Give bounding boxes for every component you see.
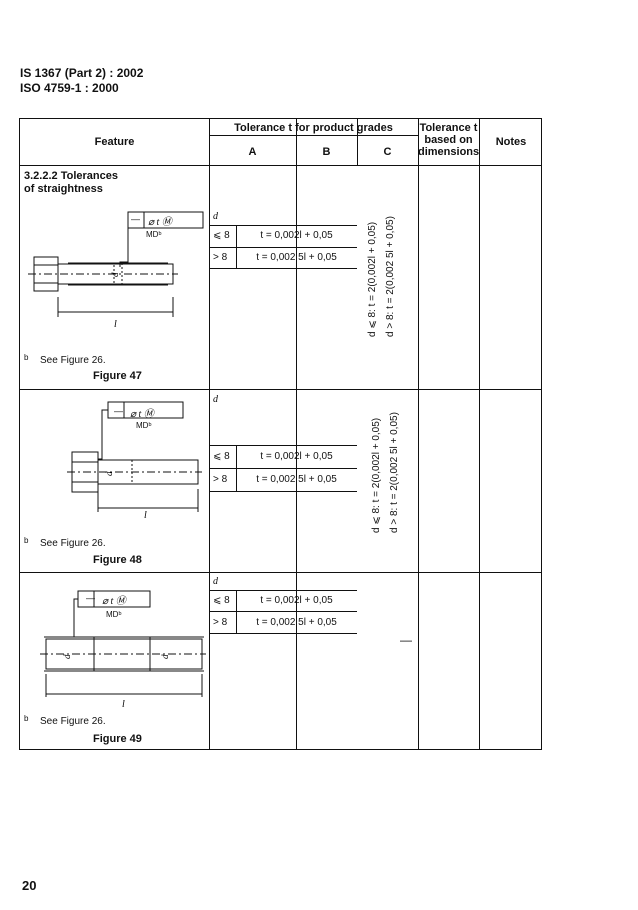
grade-c-formula-2a: d ⩽ 8: t = 2(0,002l + 0,05) [371, 417, 382, 533]
standard-number-1: IS 1367 (Part 2) : 2002 [20, 66, 144, 80]
footnote-mark-1: b [24, 353, 29, 362]
footnote-mark-3: b [24, 714, 29, 723]
fcf-tolerance-1: ⌀ t Ⓜ [148, 217, 172, 228]
fcf-straightness-1: — [131, 214, 140, 224]
fcf-tolerance-2: ⌀ t Ⓜ [130, 409, 154, 420]
svg-text:d: d [104, 471, 114, 476]
footnote-mark-2: b [24, 536, 29, 545]
d-label-2: d [213, 394, 218, 405]
fcf-straightness-2: — [114, 406, 123, 416]
footnote-1: See Figure 26. [40, 355, 106, 366]
svg-text:d: d [110, 272, 120, 277]
svg-text:d: d [62, 654, 72, 659]
md-label-1: MDᵇ [146, 230, 162, 239]
formula-gt8-2: t = 0,002 5l + 0,05 [256, 474, 337, 485]
figure-49-stud-drawing: d d l [40, 590, 206, 709]
figure-48-screw-drawing: d l [67, 401, 202, 521]
page-number: 20 [22, 878, 37, 893]
formula-le8-1: t = 0,002l + 0,05 [260, 230, 333, 241]
tolerance-table: Feature Tolerance t for product grades A… [19, 118, 542, 750]
header-tolerance: Tolerance t for product grades [234, 122, 393, 134]
md-label-3: MDᵇ [106, 610, 122, 619]
figure-49-caption: Figure 49 [93, 733, 142, 745]
footnote-2: See Figure 26. [40, 538, 106, 549]
header-notes: Notes [495, 136, 527, 148]
svg-text:l: l [122, 699, 125, 709]
svg-text:d: d [160, 654, 170, 659]
svg-text:l: l [114, 319, 117, 330]
le8-3: ⩽ 8 [213, 595, 230, 606]
formula-gt8-3: t = 0,002 5l + 0,05 [256, 617, 337, 628]
footnote-3: See Figure 26. [40, 716, 106, 727]
figure-47-caption: Figure 47 [93, 370, 142, 382]
gt8-1: > 8 [213, 252, 228, 263]
md-label-2: MDᵇ [136, 421, 152, 430]
fcf-straightness-3: — [86, 593, 95, 603]
header-grade-c: C [383, 146, 392, 158]
grade-c-formula-1b: d > 8: t = 2(0,002 5l + 0,05) [385, 216, 396, 337]
gt8-2: > 8 [213, 474, 228, 485]
figure-47-bolt-drawing: d l [28, 211, 204, 330]
figure-48-caption: Figure 48 [93, 554, 142, 566]
header-grade-b: B [322, 146, 331, 158]
svg-text:l: l [144, 510, 147, 521]
standard-number-2: ISO 4759-1 : 2000 [20, 81, 119, 95]
formula-gt8-1: t = 0,002 5l + 0,05 [256, 252, 337, 263]
grade-c-formula-1a: d ⩽ 8: t = 2(0,002l + 0,05) [367, 221, 378, 337]
grade-c-dash-3: — [400, 633, 412, 647]
grade-c-formula-2b: d > 8: t = 2(0,002 5l + 0,05) [389, 412, 400, 533]
formula-le8-3: t = 0,002l + 0,05 [260, 595, 333, 606]
d-label-3: d [213, 576, 218, 587]
fcf-tolerance-3: ⌀ t Ⓜ [102, 596, 126, 607]
gt8-3: > 8 [213, 617, 228, 628]
header-grade-a: A [248, 146, 257, 158]
le8-2: ⩽ 8 [213, 451, 230, 462]
le8-1: ⩽ 8 [213, 230, 230, 241]
d-label-1: d [213, 211, 218, 222]
header-feature: Feature [94, 136, 135, 148]
formula-le8-2: t = 0,002l + 0,05 [260, 451, 333, 462]
